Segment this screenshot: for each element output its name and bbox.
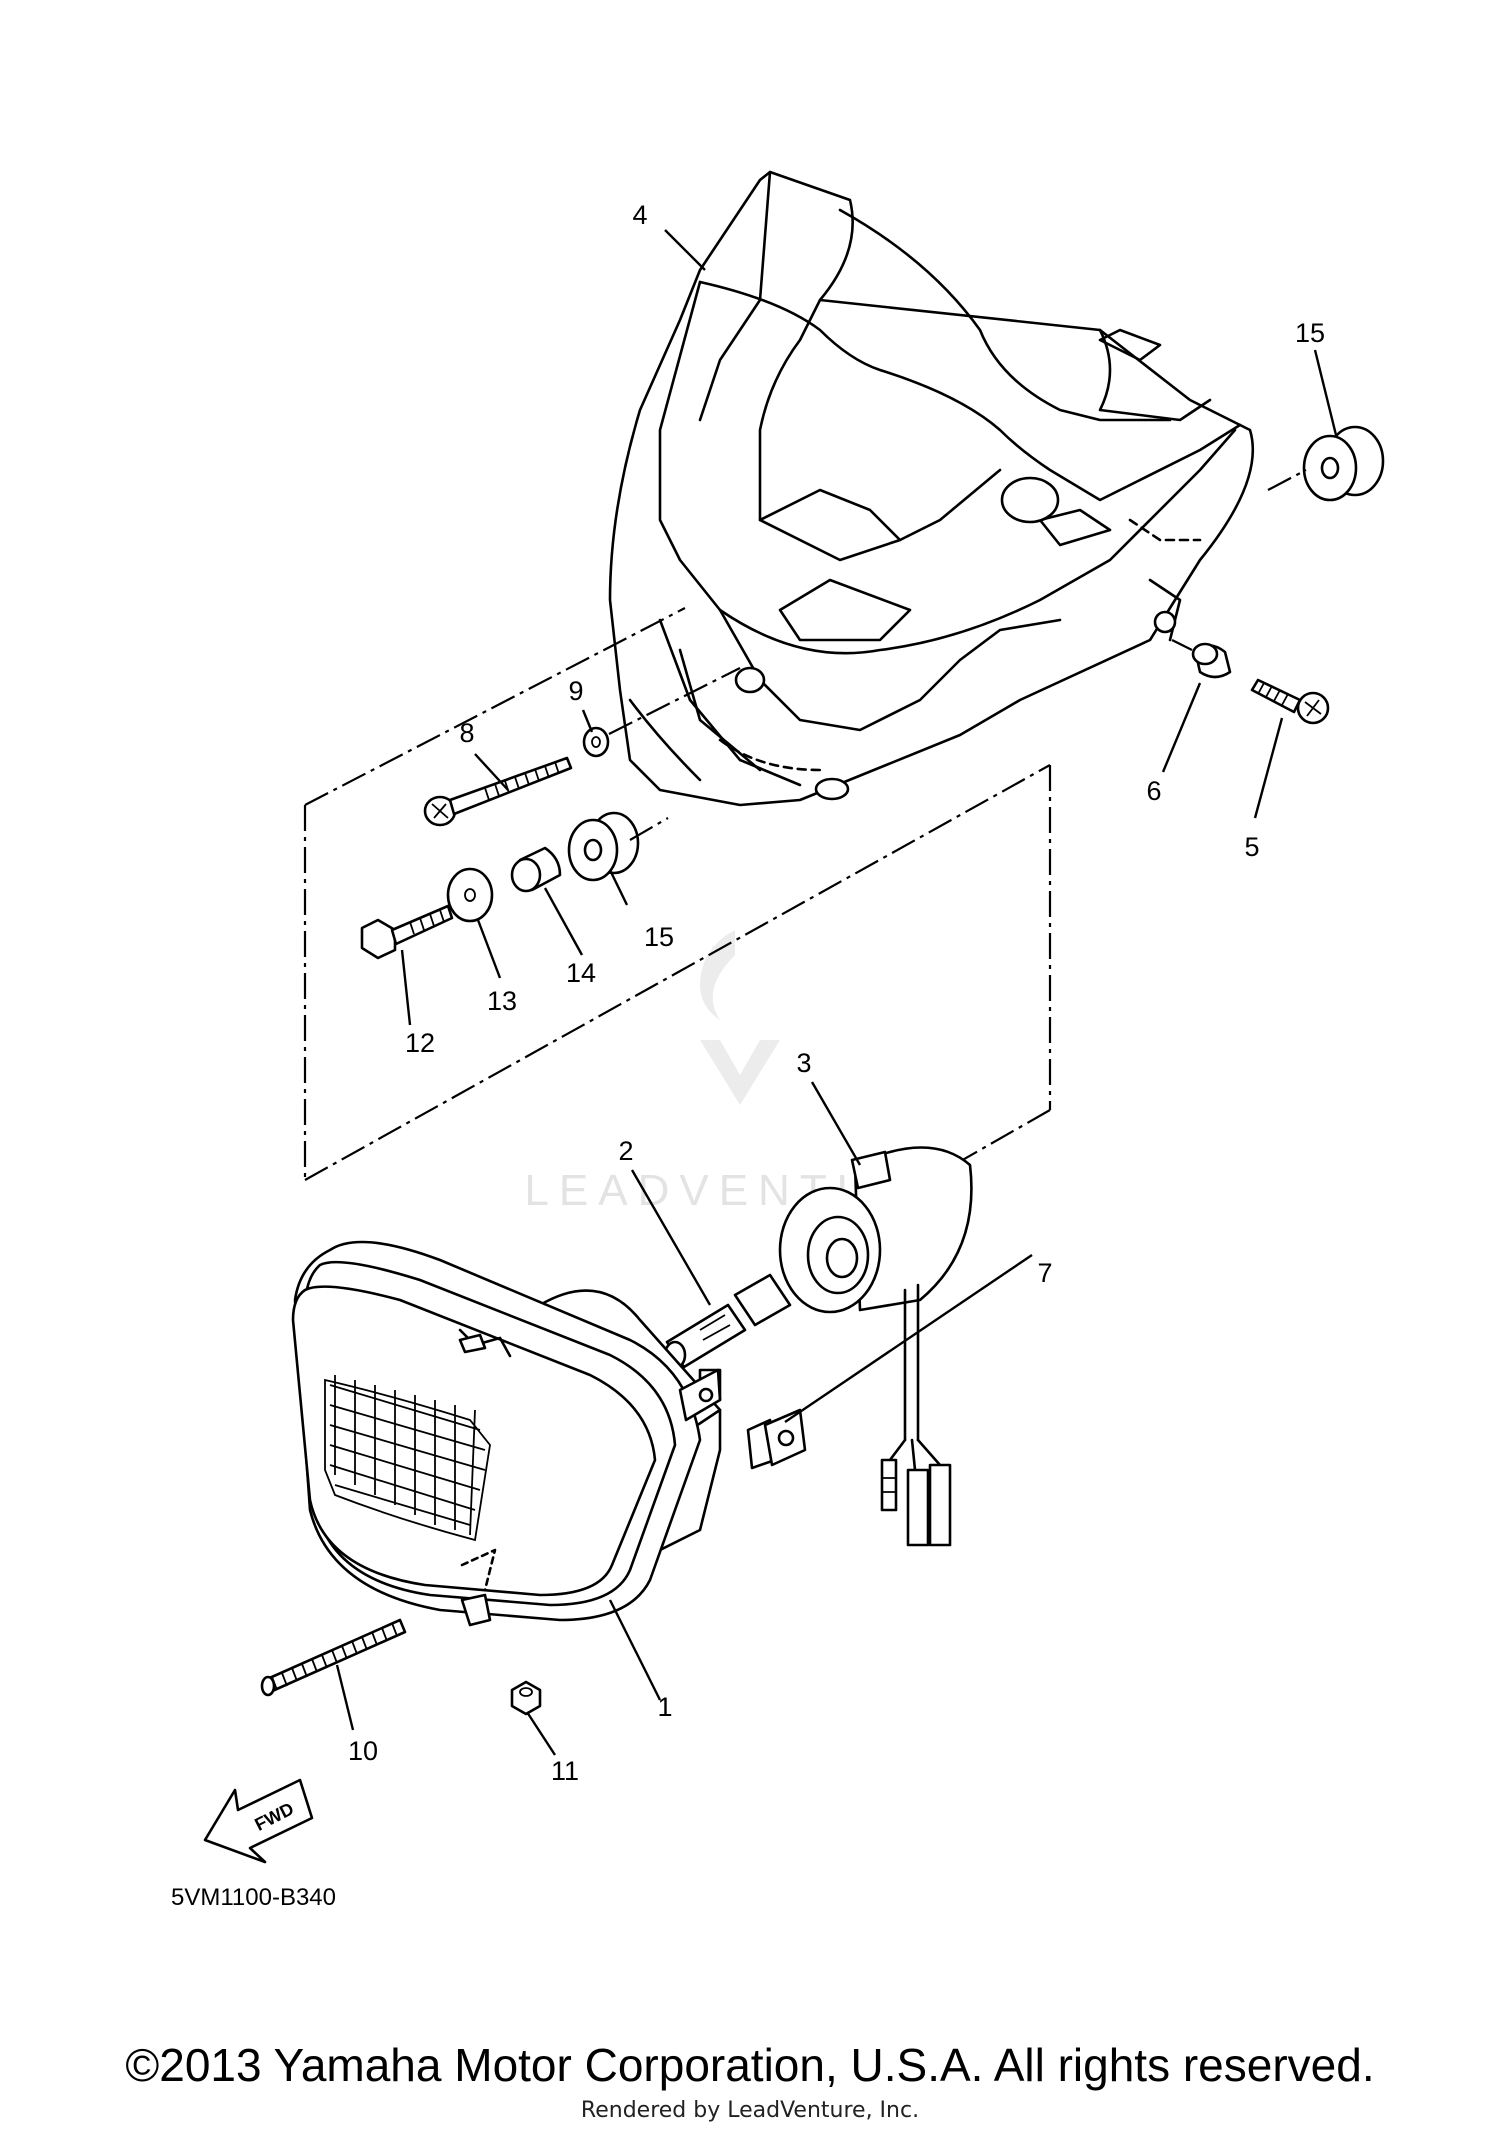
grommet-lower — [567, 811, 640, 882]
headlight-cowl — [608, 170, 1255, 807]
collar-sleeve — [510, 846, 562, 893]
callout-10: 10 — [348, 1736, 378, 1766]
callouts: 1 2 3 4 5 6 7 8 9 10 11 12 13 14 15 15 — [348, 200, 1325, 1786]
washer-large — [446, 867, 494, 923]
long-bolt — [423, 756, 573, 827]
nut — [510, 1680, 542, 1716]
bulb — [663, 1273, 792, 1370]
callout-9: 9 — [568, 676, 583, 706]
rendered-by-note: Rendered by LeadVenture, Inc. — [580, 2098, 920, 2123]
leader-lines — [335, 229, 1338, 1756]
collar — [1191, 642, 1232, 679]
bracket-clip — [746, 1408, 807, 1470]
bolt — [360, 904, 454, 960]
bulb-socket — [778, 1146, 973, 1547]
callout-15-upper: 15 — [1295, 318, 1325, 348]
headlight-unit — [291, 1240, 722, 1627]
washer-small — [582, 726, 610, 758]
callout-13: 13 — [487, 986, 517, 1016]
callout-5: 5 — [1244, 832, 1259, 862]
callout-7: 7 — [1037, 1258, 1052, 1288]
callout-15-lower: 15 — [644, 922, 674, 952]
callout-12: 12 — [405, 1028, 435, 1058]
callout-2: 2 — [618, 1136, 633, 1166]
callout-14: 14 — [566, 958, 596, 988]
fwd-arrow: FWD — [203, 1778, 314, 1864]
callout-8: 8 — [459, 718, 474, 748]
screw — [1250, 678, 1330, 725]
diagram-code: 5VM1100-B340 — [171, 1884, 336, 1911]
callout-6: 6 — [1146, 776, 1161, 806]
grommet-upper — [1302, 425, 1385, 502]
callout-4: 4 — [632, 200, 647, 230]
copyright-notice: ©2013 Yamaha Motor Corporation, U.S.A. A… — [125, 2039, 1375, 2091]
callout-1: 1 — [657, 1692, 672, 1722]
headlight-lens-grid — [324, 1375, 491, 1542]
callout-3: 3 — [796, 1048, 811, 1078]
spring — [260, 1618, 407, 1697]
callout-11: 11 — [551, 1756, 579, 1786]
